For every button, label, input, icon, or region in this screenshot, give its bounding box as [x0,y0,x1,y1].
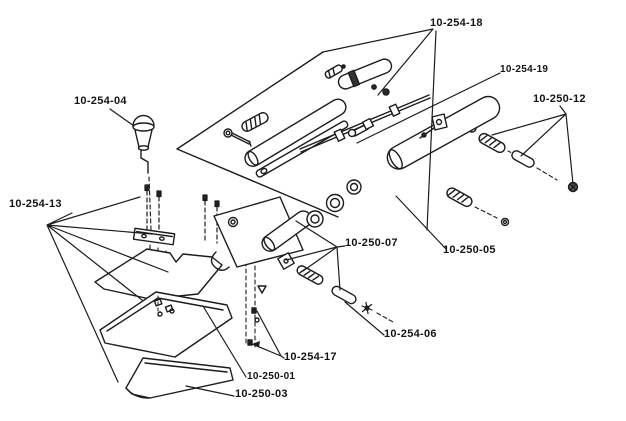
part-label-10-250-03: 10-250-03 [235,388,288,400]
left-mount-assembly [94,184,256,399]
bushings [306,179,362,228]
big-tube [386,95,501,170]
square-fitting [277,252,295,270]
lever-bar [255,120,349,178]
outer-tube [244,98,347,167]
part-label-10-250-07: 10-250-07 [345,237,398,249]
lower-pin-set [446,187,510,227]
rail-bracket [132,227,176,246]
part-label-10-254-18: 10-254-18 [430,17,483,29]
washer [567,181,579,193]
right-pin-set [467,123,579,193]
roll-pin [511,150,535,168]
nut-and-screw [223,128,252,147]
spring-pin [478,132,506,154]
spring-link [296,265,324,285]
knob [132,114,155,231]
handle-assembly [223,58,448,178]
star-nut [361,301,373,315]
part-label-10-254-04: 10-254-04 [74,95,127,107]
part-label-10-254-19: 10-254-19 [500,64,549,75]
part-label-10-254-06: 10-254-06 [384,328,437,340]
bracket-screws [247,285,267,346]
skid-plate [125,357,234,399]
tray-plate [99,291,233,358]
upper-tube [337,58,393,90]
link-parts [277,252,394,323]
mount-bolts [144,184,220,244]
arrowhead [252,341,260,347]
part-label-10-254-13: 10-254-13 [9,198,62,210]
coil-spring [241,112,269,132]
small-screw [324,64,346,79]
center-bracket [210,196,312,346]
part-label-10-250-01: 10-250-01 [247,371,296,382]
part-label-10-250-05: 10-250-05 [443,244,496,256]
part-label-10-254-17: 10-254-17 [284,351,337,363]
pin-link [331,285,357,305]
part-label-10-250-12: 10-250-12 [533,93,586,105]
hook-curve [210,251,230,271]
latch-parts [347,84,390,138]
base-plate [94,248,223,300]
leader-lines [46,28,574,397]
panel-outline [176,51,339,218]
